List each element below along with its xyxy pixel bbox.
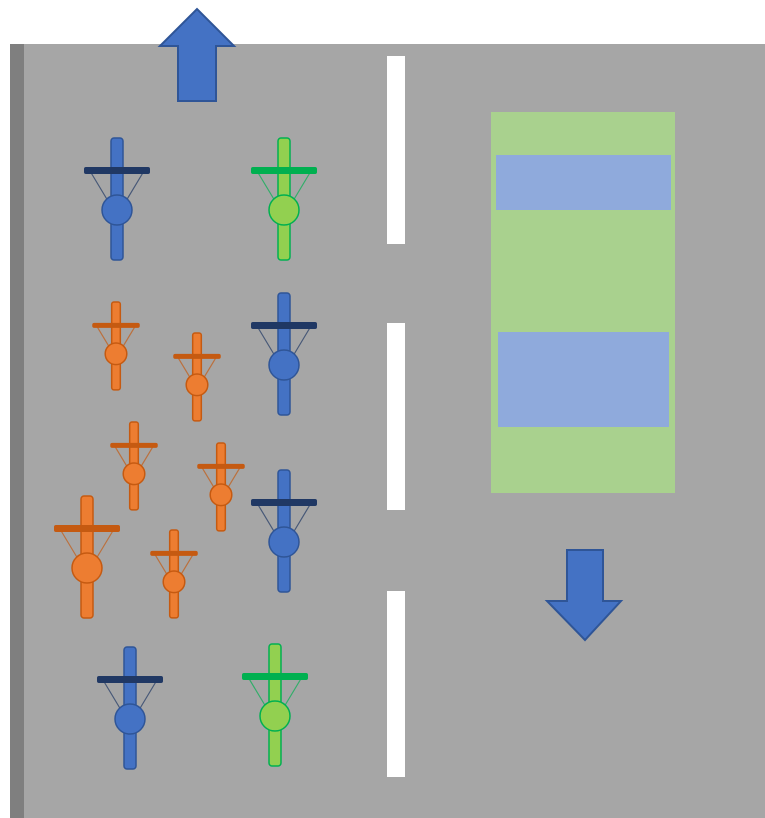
bicycle-handlebar	[251, 322, 317, 329]
bicycle-orange	[150, 529, 198, 619]
bicycle-rider	[122, 462, 146, 486]
bicycle-handlebar	[97, 676, 163, 683]
bicycle-orange	[54, 495, 120, 619]
bicycle-blue	[97, 646, 163, 770]
bicycle-handlebar	[197, 463, 245, 469]
bicycle-orange	[92, 301, 140, 391]
bicycle-handlebar	[251, 499, 317, 506]
bicycle-rider	[162, 570, 186, 594]
lane-marking	[387, 323, 405, 510]
bicycle-rider	[268, 194, 300, 226]
bicycle-handlebar	[54, 525, 120, 532]
northbound-arrow-icon	[157, 7, 237, 102]
bicycle-handlebar	[251, 167, 317, 174]
bicycle-rider	[114, 703, 146, 735]
bicycle-rider	[209, 483, 233, 507]
bicycle-handlebar	[150, 550, 198, 556]
car-window	[496, 155, 671, 210]
bicycle-blue	[84, 137, 150, 261]
bicycle-rider	[185, 373, 209, 397]
bicycle-rider	[101, 194, 133, 226]
bicycle-blue	[251, 292, 317, 416]
bicycle-green	[242, 643, 308, 767]
car	[491, 112, 675, 493]
southbound-arrow-icon	[544, 549, 624, 642]
bicycle-orange	[110, 421, 158, 511]
bicycle-orange	[197, 442, 245, 532]
bicycle-rider	[259, 700, 291, 732]
car-window	[498, 332, 669, 427]
bicycle-handlebar	[92, 322, 140, 328]
bicycle-orange	[173, 332, 221, 422]
bicycle-rider	[104, 342, 128, 366]
bicycle-handlebar	[242, 673, 308, 680]
bicycle-handlebar	[84, 167, 150, 174]
road-left-edge	[10, 44, 24, 818]
bicycle-green	[251, 137, 317, 261]
lane-marking	[387, 56, 405, 244]
bicycle-rider	[268, 349, 300, 381]
bicycle-rider	[268, 526, 300, 558]
bicycles	[54, 137, 317, 770]
bicycle-handlebar	[110, 442, 158, 448]
bicycle-blue	[251, 469, 317, 593]
bicycle-handlebar	[173, 353, 221, 359]
bicycle-rider	[71, 552, 103, 584]
lane-marking	[387, 591, 405, 777]
